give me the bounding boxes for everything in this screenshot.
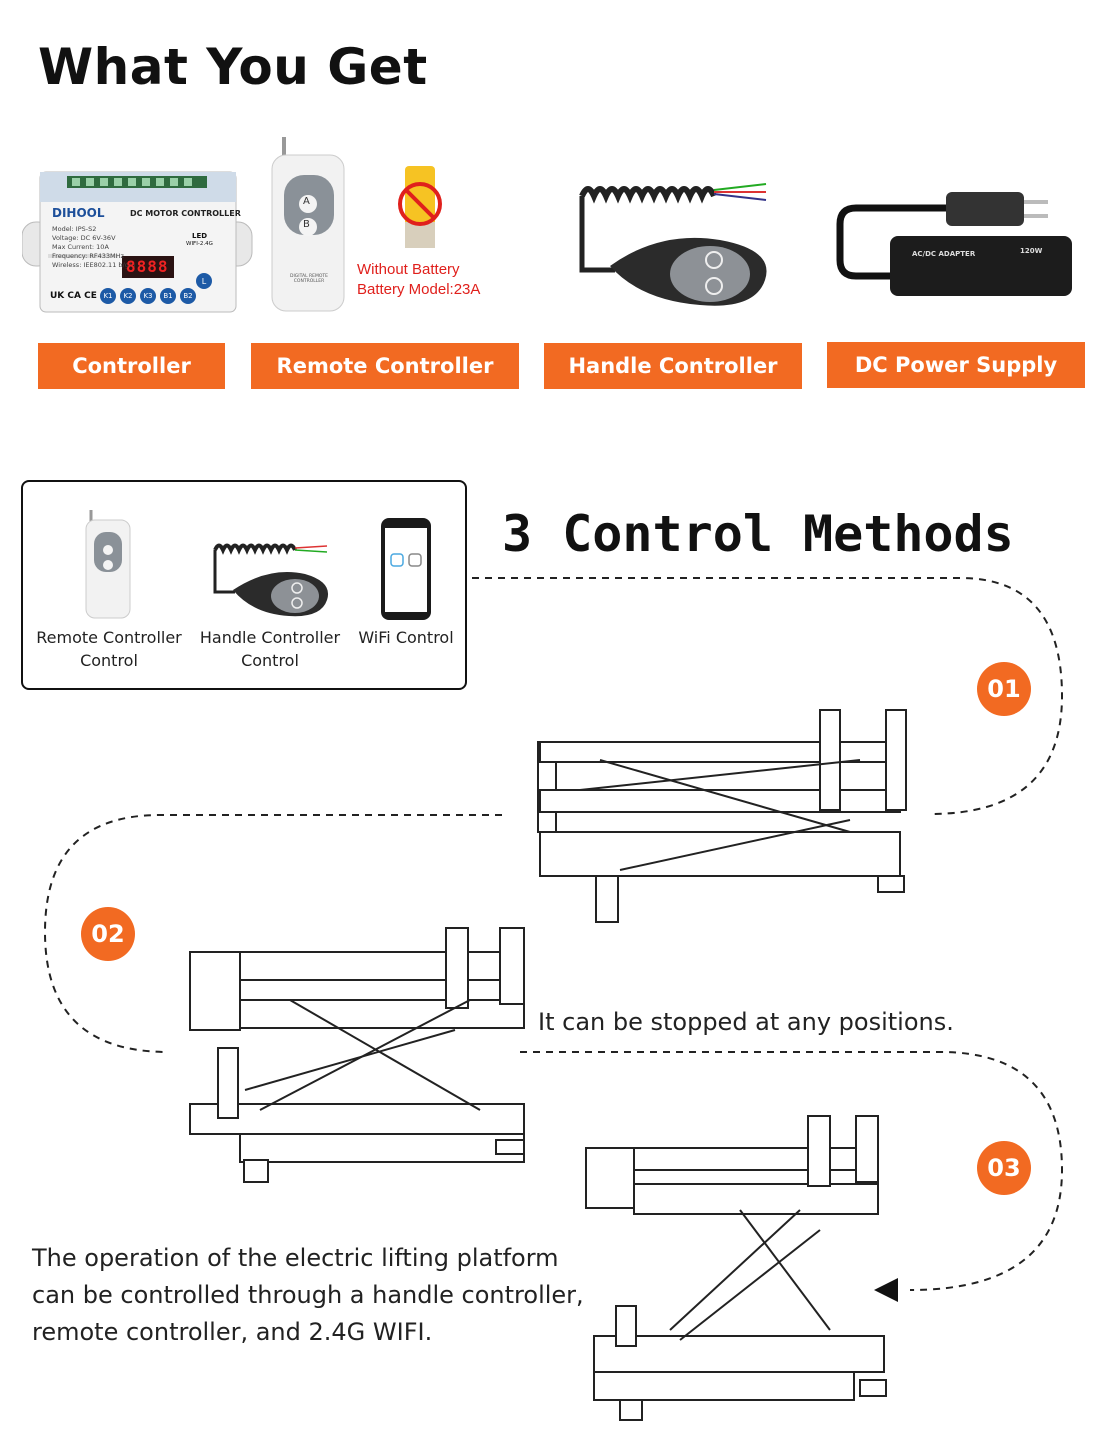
method-remote-line2: Control xyxy=(80,651,138,670)
controller-specs: Model: IPS-S2 Voltage: DC 6V-36V Max Cur… xyxy=(52,225,135,270)
handle-icon xyxy=(209,536,333,626)
stop-position-note: It can be stopped at any positions. xyxy=(538,1008,954,1036)
spec-wireless: Wireless: IEE802.11 b/g/n xyxy=(52,261,136,269)
controller-k1-button: K1 xyxy=(100,288,116,304)
spec-model: Model: IPS-S2 xyxy=(52,225,97,233)
lift-platform-1 xyxy=(537,709,907,923)
battery-note: Without Battery Battery Model:23A xyxy=(357,260,480,300)
battery-note-line2: Battery Model:23A xyxy=(357,281,481,298)
remote-button-b: B xyxy=(303,219,310,230)
phone-icon xyxy=(379,516,433,626)
control-methods-box: Remote Controller Control Handle Control… xyxy=(21,480,467,690)
wifi-label: WIFI-2.4G xyxy=(186,241,213,247)
remote-button-a: A xyxy=(303,196,310,207)
method-handle-line2: Control xyxy=(241,651,299,670)
power-supply-image: AC/DC ADAPTER 120W xyxy=(836,180,1076,305)
led-display: 8888 xyxy=(126,257,169,276)
controller-buttons: K1 K2 K3 B1 B2 xyxy=(100,288,196,304)
controller-brand: DIHOOL xyxy=(52,206,105,220)
spec-voltage: Voltage: DC 6V-36V xyxy=(52,234,116,242)
method-wifi-line1: WiFi Control xyxy=(358,628,454,647)
method-wifi-label: WiFi Control xyxy=(351,626,461,649)
controller-k3-button: K3 xyxy=(140,288,156,304)
controller-panel-title: DC MOTOR CONTROLLER xyxy=(130,209,241,218)
step-01-badge: 01 xyxy=(977,662,1031,716)
controller-b2-button: B2 xyxy=(180,288,196,304)
remote-icon xyxy=(83,508,133,624)
controller-b1-button: B1 xyxy=(160,288,176,304)
controller-side-button: L xyxy=(196,273,212,289)
led-label: LED xyxy=(192,232,208,240)
handle-controller-label: Handle Controller xyxy=(544,343,802,389)
battery-note-line1: Without Battery xyxy=(357,261,460,278)
remote-controller-label: Remote Controller xyxy=(251,343,519,389)
controller-label: Controller xyxy=(38,343,225,389)
methods-title: 3 Control Methods xyxy=(502,505,1014,563)
remote-caption: DIGITAL REMOTE CONTROLLER xyxy=(289,274,328,284)
method-handle-label: Handle Controller Control xyxy=(191,626,349,672)
step-02-badge: 02 xyxy=(81,907,135,961)
method-handle-line1: Handle Controller xyxy=(199,628,341,647)
method-remote-label: Remote Controller Control xyxy=(29,626,189,672)
step-03-badge: 03 xyxy=(977,1141,1031,1195)
page-title: What You Get xyxy=(38,38,428,96)
lift-platform-2 xyxy=(189,927,525,1183)
spec-current: Max Current: 10A xyxy=(52,243,109,251)
adapter-text: AC/DC ADAPTER xyxy=(912,250,976,258)
adapter-watt: 120W xyxy=(1020,247,1043,255)
spec-frequency: Frequency: RF433MHz xyxy=(52,252,124,260)
controller-image: DIHOOL DC MOTOR CONTROLLER Model: IPS-S2… xyxy=(21,170,254,315)
controller-k2-button: K2 xyxy=(120,288,136,304)
cert-marks: UK CA CE xyxy=(50,291,97,301)
lift-platform-3 xyxy=(585,1115,887,1421)
method-remote-line1: Remote Controller xyxy=(36,628,182,647)
handle-controller-image xyxy=(570,170,775,315)
battery-crossed-icon xyxy=(397,162,443,252)
remote-image: A B DIGITAL REMOTE CONTROLLER xyxy=(270,135,346,315)
operation-description: The operation of the electric lifting pl… xyxy=(32,1244,584,1346)
dc-power-supply-label: DC Power Supply xyxy=(827,342,1085,388)
